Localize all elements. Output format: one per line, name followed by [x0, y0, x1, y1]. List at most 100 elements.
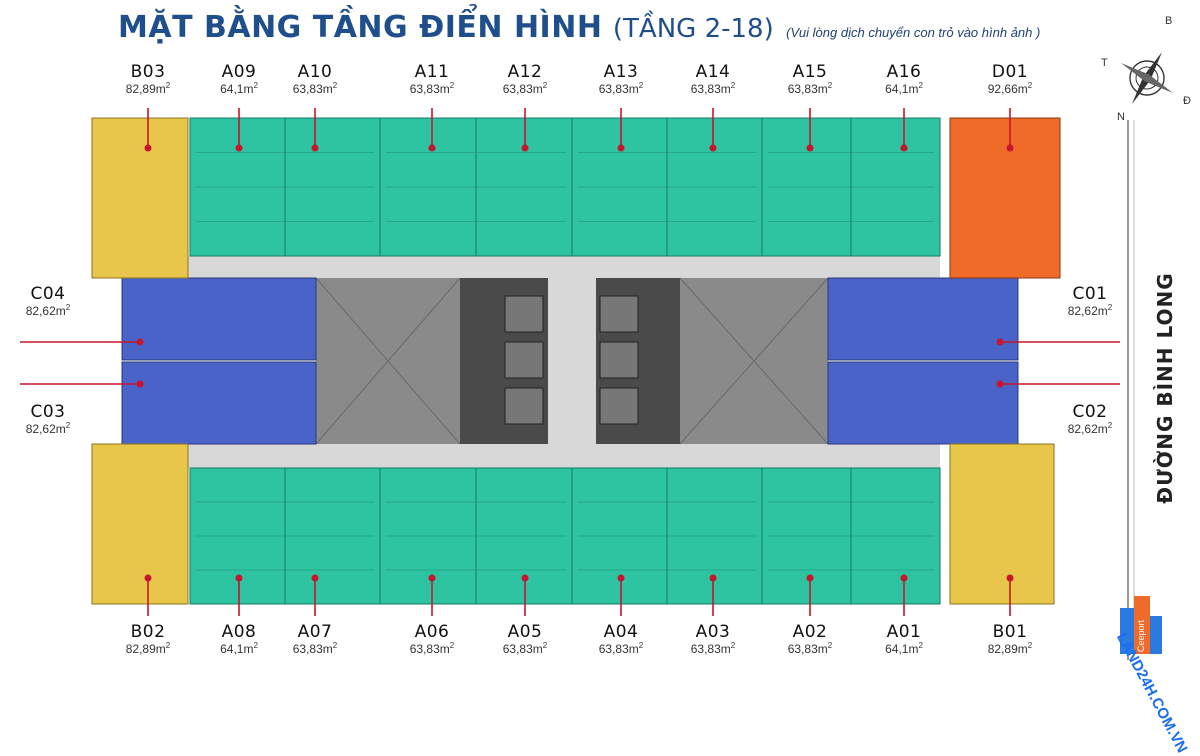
unit-block-b03[interactable]	[91, 117, 189, 279]
unit-code: A12	[507, 62, 543, 82]
unit-block-c02[interactable]	[827, 361, 1019, 445]
unit-area-exponent: 2	[449, 80, 455, 90]
compass-d: Đ	[1183, 95, 1191, 107]
unit-area-exponent: 2	[730, 640, 736, 650]
unit-area: 63,83m2	[598, 80, 644, 96]
ceeport-logo-icon: Ceeport	[1120, 596, 1162, 654]
core-right	[596, 277, 829, 445]
unit-code: A09	[221, 62, 257, 82]
unit-pin	[311, 144, 319, 152]
unit-area-exponent: 2	[1027, 80, 1033, 90]
title-floor-range: (TẦNG 2-18)	[612, 14, 774, 44]
compass-n: N	[1117, 111, 1125, 123]
unit-block-c04[interactable]	[121, 277, 317, 361]
compass-t: T	[1101, 57, 1108, 69]
unit-block-b01[interactable]	[949, 443, 1055, 605]
unit-area-exponent: 2	[1107, 420, 1113, 430]
unit-area: 63,83m2	[502, 80, 548, 96]
unit-area: 63,83m2	[409, 640, 455, 656]
unit-code: A04	[603, 622, 639, 642]
unit-pin	[136, 338, 144, 346]
core-left	[315, 277, 548, 445]
unit-area: 92,66m2	[987, 80, 1033, 96]
unit-area: 63,83m2	[292, 640, 338, 656]
unit-area: 64,1m2	[885, 640, 923, 656]
unit-area: 82,89m2	[125, 640, 171, 656]
unit-code: A08	[221, 622, 257, 642]
unit-area-exponent: 2	[449, 640, 455, 650]
unit-code: A06	[414, 622, 450, 642]
unit-area-exponent: 2	[165, 640, 171, 650]
unit-area: 82,62m2	[25, 420, 71, 436]
road-label: ĐƯỜNG BÌNH LONG	[1150, 268, 1180, 508]
page-title: MẶT BẰNG TẦNG ĐIỂN HÌNH (TẦNG 2-18) (Vui…	[118, 10, 1040, 50]
unit-code: D01	[991, 62, 1029, 82]
title-hint: (Vui lòng dịch chuyển con trỏ vào hình ả…	[786, 25, 1041, 40]
unit-code: A11	[414, 62, 450, 82]
unit-pin	[996, 380, 1004, 388]
unit-pin	[235, 574, 243, 582]
unit-code: C01	[1072, 284, 1108, 304]
unit-code: A15	[792, 62, 828, 82]
watermark: Ceeport LAND24H.COM.VN	[1112, 560, 1200, 756]
unit-block-b02[interactable]	[91, 443, 189, 605]
unit-pin	[311, 574, 319, 582]
bottom-unit-row	[189, 467, 941, 605]
unit-block-c01[interactable]	[827, 277, 1019, 361]
unit-area: 82,89m2	[125, 80, 171, 96]
unit-code: C04	[30, 284, 66, 304]
unit-pin	[144, 144, 152, 152]
unit-area: 64,1m2	[220, 80, 258, 96]
unit-area-exponent: 2	[542, 640, 548, 650]
unit-area-exponent: 2	[638, 80, 644, 90]
unit-area-exponent: 2	[1107, 302, 1113, 312]
unit-pin	[617, 144, 625, 152]
unit-code: C02	[1072, 402, 1108, 422]
compass-icon: B T Đ N	[1101, 15, 1191, 123]
unit-pin	[709, 144, 717, 152]
unit-area-exponent: 2	[253, 80, 258, 90]
unit-area-exponent: 2	[827, 80, 833, 90]
unit-area-exponent: 2	[542, 80, 548, 90]
unit-area: 82,62m2	[25, 302, 71, 318]
unit-block-c03[interactable]	[121, 361, 317, 445]
unit-pin	[617, 574, 625, 582]
unit-pin	[136, 380, 144, 388]
unit-pin	[806, 574, 814, 582]
unit-pin	[521, 574, 529, 582]
unit-area: 63,83m2	[409, 80, 455, 96]
unit-area-exponent: 2	[65, 302, 71, 312]
unit-area: 82,62m2	[1067, 302, 1113, 318]
unit-block-d01[interactable]	[949, 117, 1061, 279]
unit-area: 63,83m2	[292, 80, 338, 96]
unit-code: C03	[30, 402, 66, 422]
unit-pin	[996, 338, 1004, 346]
watermark-brand: Ceeport	[1136, 619, 1146, 652]
compass-b: B	[1165, 15, 1172, 27]
unit-area-exponent: 2	[65, 420, 71, 430]
